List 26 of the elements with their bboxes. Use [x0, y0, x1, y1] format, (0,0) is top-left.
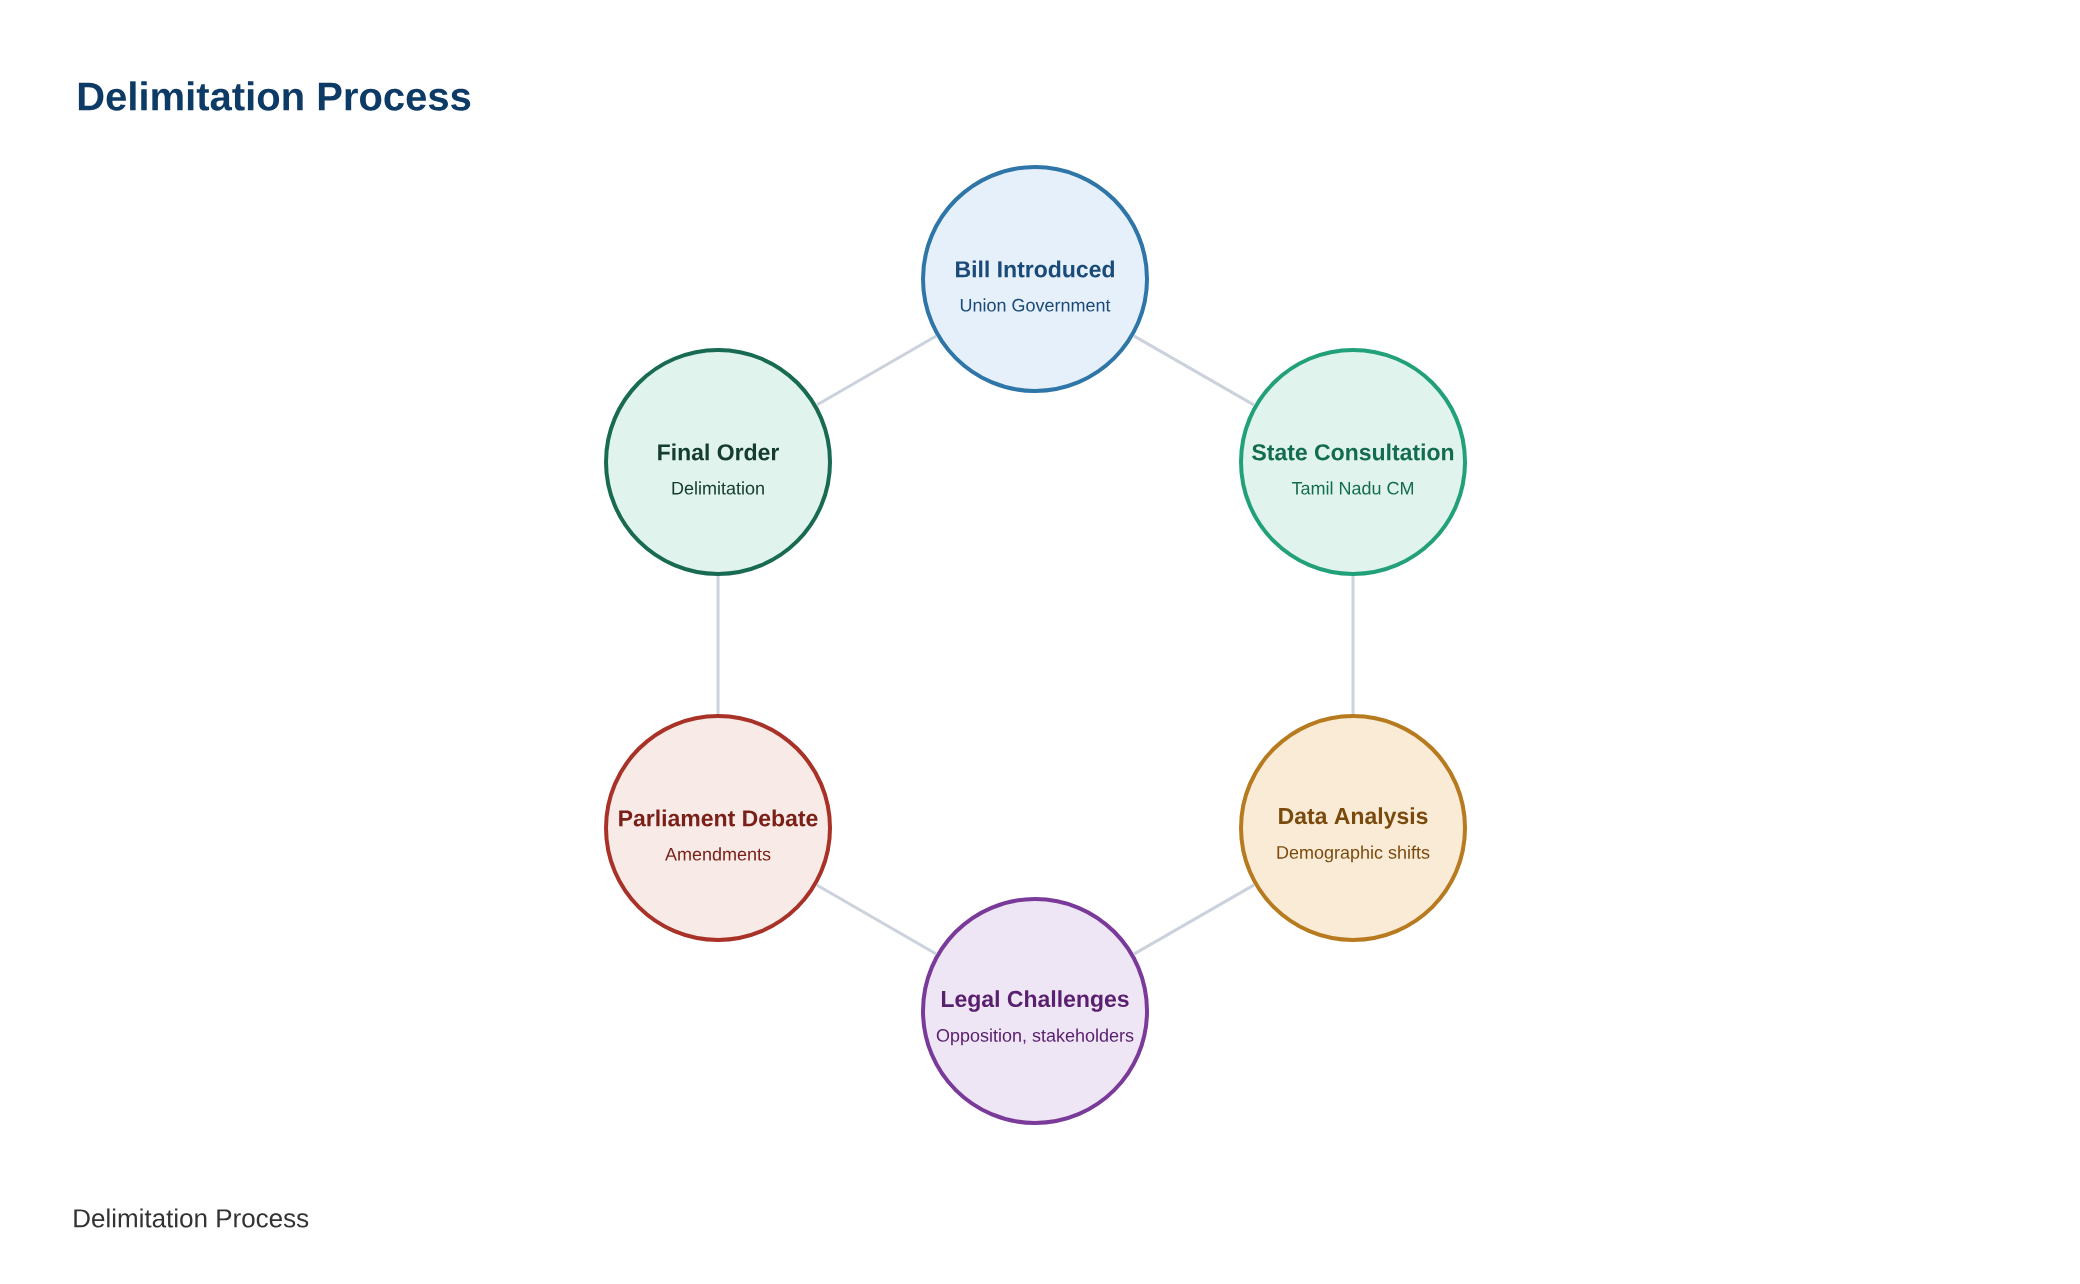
connector-line: [816, 883, 938, 956]
stage-circle: [604, 348, 832, 576]
stage-title: Parliament Debate: [619, 809, 818, 827]
stage-title: Data Analysis: [1279, 807, 1428, 829]
stage-subtitle: Opposition, stakeholders: [936, 1028, 1134, 1046]
connector-line: [1133, 883, 1255, 956]
stage-subtitle: Union Government: [960, 298, 1111, 312]
stage-subtitle: Delimitation: [672, 481, 764, 495]
stage-circle: [1239, 714, 1467, 942]
stage-title: State Consultation: [1252, 443, 1454, 461]
connector-line: [716, 576, 720, 714]
stage-title: Final Order: [658, 443, 779, 461]
title: Delimitation Process: [78, 81, 471, 111]
stage-subtitle: Demographic shifts: [1277, 845, 1430, 863]
stage-title: Legal Challenges: [941, 990, 1129, 1012]
stage-circle: [921, 897, 1149, 1125]
stage-circle: [921, 165, 1149, 393]
stage-subtitle: Amendments: [665, 847, 771, 861]
stage-subtitle: Tamil Nadu CM: [1291, 481, 1413, 495]
connector-line: [816, 334, 938, 407]
connector-line: [1351, 576, 1355, 714]
stage-circle: [1239, 348, 1467, 576]
stage-circle: [604, 714, 832, 942]
stage-title: Bill Introduced: [956, 260, 1114, 278]
caption: Delimitation Process: [74, 1208, 309, 1228]
connector-line: [1133, 334, 1255, 407]
